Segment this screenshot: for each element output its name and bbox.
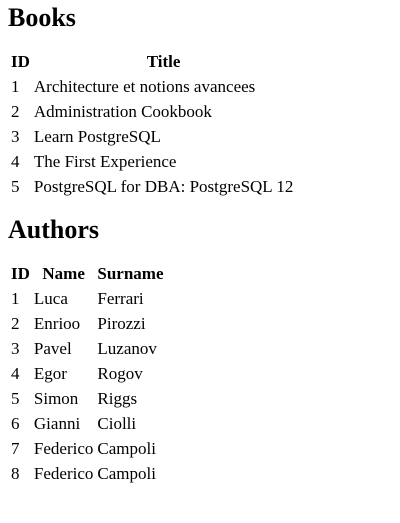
table-row: 2 Enrioo Pirozzi xyxy=(10,312,165,335)
author-surname: Pirozzi xyxy=(97,314,146,333)
author-id: 4 xyxy=(11,364,20,383)
author-id: 2 xyxy=(11,314,20,333)
table-row: 5 PostgreSQL for DBA: PostgreSQL 12 xyxy=(10,175,294,198)
author-surname: Campoli xyxy=(97,439,156,458)
author-name: Gianni xyxy=(33,414,81,433)
table-row: 3 Learn PostgreSQL xyxy=(10,125,294,148)
table-row: 7 Federico Campoli xyxy=(10,437,165,460)
authors-heading: Authors xyxy=(8,215,100,244)
table-row: 6 Gianni Ciolli xyxy=(10,412,165,435)
author-name: Federico xyxy=(33,464,94,483)
books-table: ID Title 1 Architecture et notions avanc… xyxy=(8,48,296,200)
books-column-title: Title xyxy=(146,52,181,71)
book-title: Learn PostgreSQL xyxy=(33,127,161,146)
author-surname: Luzanov xyxy=(97,339,157,358)
author-name: Federico xyxy=(33,439,94,458)
book-id: 5 xyxy=(11,177,20,196)
page: Books ID Title 1 Architecture et notions… xyxy=(0,2,400,487)
book-id: 2 xyxy=(11,102,20,121)
author-name: Simon xyxy=(33,389,79,408)
table-row: 8 Federico Campoli xyxy=(10,462,165,485)
books-header-row: ID Title xyxy=(10,50,294,73)
author-id: 3 xyxy=(11,339,20,358)
book-title: Architecture et notions avancees xyxy=(33,77,256,96)
books-heading: Books xyxy=(8,3,76,32)
table-row: 1 Architecture et notions avancees xyxy=(10,75,294,98)
author-surname: Riggs xyxy=(97,389,138,408)
book-title: PostgreSQL for DBA: PostgreSQL 12 xyxy=(33,177,294,196)
author-surname: Rogov xyxy=(97,364,143,383)
authors-column-surname: Surname xyxy=(97,264,164,283)
authors-column-name: Name xyxy=(42,264,85,283)
table-row: 3 Pavel Luzanov xyxy=(10,337,165,360)
table-row: 1 Luca Ferrari xyxy=(10,287,165,310)
author-id: 5 xyxy=(11,389,20,408)
author-surname: Ciolli xyxy=(97,414,137,433)
authors-column-id: ID xyxy=(11,264,30,283)
author-id: 1 xyxy=(11,289,20,308)
author-id: 6 xyxy=(11,414,20,433)
author-name: Pavel xyxy=(33,339,72,358)
author-id: 7 xyxy=(11,439,20,458)
table-row: 5 Simon Riggs xyxy=(10,387,165,410)
table-row: 4 The First Experience xyxy=(10,150,294,173)
author-id: 8 xyxy=(11,464,20,483)
author-name: Egor xyxy=(33,364,67,383)
book-id: 4 xyxy=(11,152,20,171)
book-id: 3 xyxy=(11,127,20,146)
author-surname: Ferrari xyxy=(97,289,144,308)
author-surname: Campoli xyxy=(97,464,156,483)
books-column-id: ID xyxy=(11,52,30,71)
author-name: Enrioo xyxy=(33,314,81,333)
table-row: 2 Administration Cookbook xyxy=(10,100,294,123)
book-title: Administration Cookbook xyxy=(33,102,212,121)
table-row: 4 Egor Rogov xyxy=(10,362,165,385)
authors-header-row: ID Name Surname xyxy=(10,262,165,285)
book-id: 1 xyxy=(11,77,20,96)
author-name: Luca xyxy=(33,289,68,308)
book-title: The First Experience xyxy=(33,152,177,171)
authors-table: ID Name Surname 1 Luca Ferrari 2 Enrioo … xyxy=(8,260,167,487)
